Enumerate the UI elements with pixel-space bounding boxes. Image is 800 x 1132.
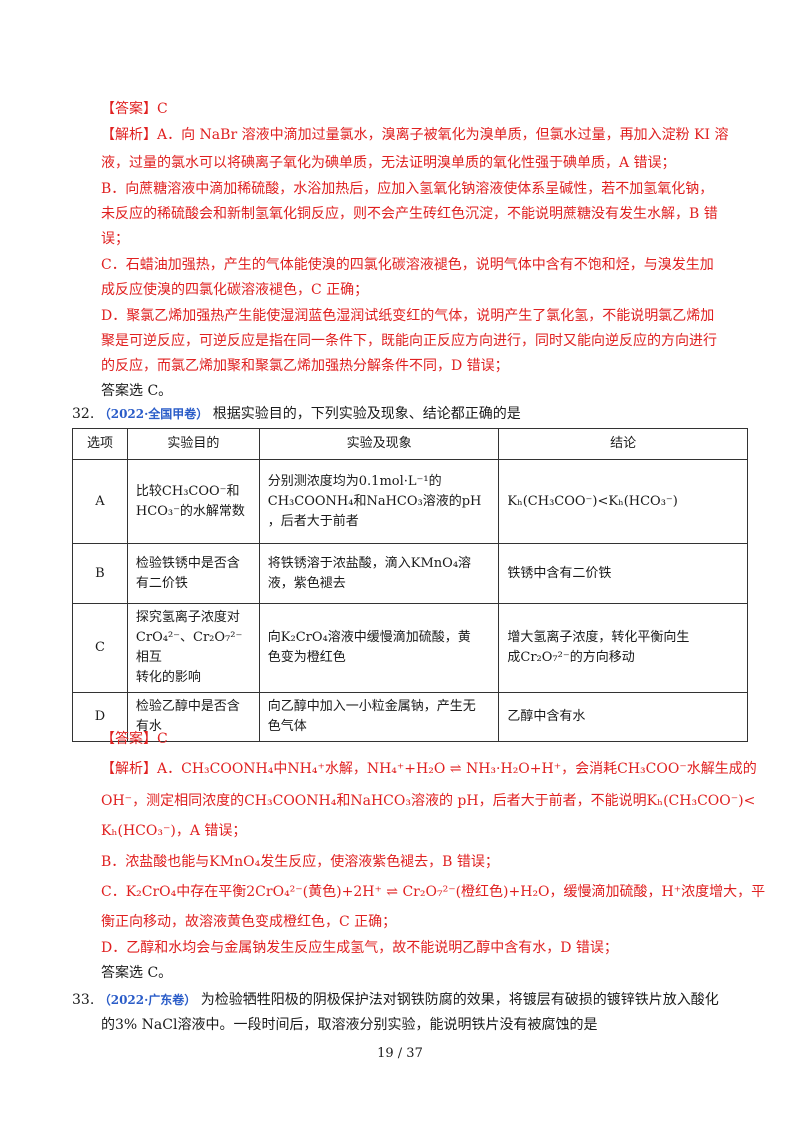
goal-line: 检验乙醇中是否含 <box>135 699 240 714</box>
experiment-line: ，后者大于前者 <box>267 513 359 529</box>
q33-stem: 33. （2022·广东卷） 为检验牺牲阳极的阴极保护法对钢铁防腐的效果，将镀层… <box>72 989 719 1011</box>
experiment-line: 将铁锈溶于浓盐酸，滴入KMnO₄溶 <box>267 555 472 571</box>
q32-analysis-line: OH⁻，测定相同浓度的CH₃COONH₄和NaHCO₃溶液的 pH，后者大于前者… <box>101 793 756 809</box>
q33-stem-continued: 的3% NaCl溶液中。一段时间后，取溶液分别实验，能说明铁片没有被腐蚀的是 <box>101 1017 598 1033</box>
q32-stem: 32. （2022·全国甲卷） 根据实验目的，下列实验及现象、结论都正确的是 <box>72 403 521 425</box>
goal-line: 比较CH₃COO⁻和 <box>135 483 240 499</box>
experiment-cell: 向乙醇中加入一小粒金属钠，产生无 色气体 <box>258 692 500 742</box>
experiment-line: 色气体 <box>267 719 307 734</box>
option-label: C <box>72 603 128 693</box>
q32-analysis-line: C．K₂CrO₄中存在平衡2CrO₄²⁻(黄色)+2H⁺ ⇌ Cr₂O₇²⁻(橙… <box>101 884 766 900</box>
goal-cell: 探究氢离子浓度对 CrO₄²⁻、Cr₂O₇²⁻相互 转化的影响 <box>126 603 260 693</box>
option-label: D <box>72 692 128 742</box>
q32-analysis-line: D．乙醇和水均会与金属钠发生反应生成氢气，故不能说明乙醇中含有水，D 错误； <box>101 940 618 956</box>
experiment-cell: 向K₂CrO₄溶液中缓慢滴加硫酸，黄 色变为橙红色 <box>258 603 500 693</box>
table-header-row: 选项 实验目的 实验及现象 结论 <box>72 428 748 460</box>
q31-analysis-line: 聚是可逆反应，可逆反应是指在同一条件下，既能向正反应方向进行，同时又能向逆反应的… <box>101 333 717 349</box>
conclusion-cell: 乙醇中含有水 <box>498 692 748 742</box>
question-text: 为检验牺牲阳极的阴极保护法对钢铁防腐的效果，将镀层有破损的镀锌铁片放入酸化 <box>200 992 719 1008</box>
experiment-line: CH₃COONH₄和NaHCO₃溶液的pH <box>267 493 482 509</box>
page-number: 19 / 37 <box>377 1046 423 1061</box>
q31-analysis-line: 的反应，而氯乙烯加聚和聚氯乙烯加强热分解条件不同，D 错误； <box>101 358 509 374</box>
q31-analysis-line: 【解析】A．向 NaBr 溶液中滴加过量氯水，溴离子被氧化为溴单质，但氯水过量，… <box>101 127 729 143</box>
header-experiment: 实验及现象 <box>258 428 500 460</box>
q31-analysis-line: 未反应的稀硫酸会和新制氢氧化铜反应，则不会产生砖红色沉淀，不能说明蔗糖没有发生水… <box>101 206 718 222</box>
experiment-cell: 分别测浓度均为0.1mol·L⁻¹的 CH₃COONH₄和NaHCO₃溶液的pH… <box>258 459 500 544</box>
experiment-line: 色变为橙红色 <box>267 650 346 665</box>
option-label: A <box>72 459 128 544</box>
q32-analysis-line: Kₕ(HCO₃⁻)，A 错误； <box>101 823 247 839</box>
q32-choose: 答案选 C。 <box>101 965 173 981</box>
header-goal: 实验目的 <box>126 428 260 460</box>
goal-cell: 比较CH₃COO⁻和 HCO₃⁻的水解常数 <box>126 459 260 544</box>
q31-analysis-line: 液，过量的氯水可以将碘离子氧化为碘单质，无法证明溴单质的氧化性强于碘单质，A 错… <box>101 155 676 171</box>
conclusion-cell: 增大氢离子浓度，转化平衡向生 成Cr₂O₇²⁻的方向移动 <box>498 603 748 693</box>
question-number: 33. <box>72 992 95 1008</box>
q31-analysis-line: B．向蔗糖溶液中滴加稀硫酸，水浴加热后，应加入氢氧化钠溶液使体系呈碱性，若不加氢… <box>101 181 714 197</box>
header-option: 选项 <box>72 428 128 460</box>
goal-line: 探究氢离子浓度对 <box>135 610 240 625</box>
experiment-cell: 将铁锈溶于浓盐酸，滴入KMnO₄溶 液，紫色褪去 <box>258 543 500 604</box>
conclusion-cell: Kₕ(CH₃COO⁻)<Kₕ(HCO₃⁻) <box>498 459 748 544</box>
conclusion-line: 增大氢离子浓度，转化平衡向生 <box>507 630 690 645</box>
table-row: C 探究氢离子浓度对 CrO₄²⁻、Cr₂O₇²⁻相互 转化的影响 向K₂CrO… <box>72 603 748 693</box>
q31-analysis-line: C．石蜡油加强热，产生的气体能使溴的四氯化碳溶液褪色，说明气体中含有不饱和烃，与… <box>101 257 714 273</box>
q31-analysis-line: 成反应使溴的四氯化碳溶液褪色，C 正确； <box>101 282 369 298</box>
goal-cell: 检验铁锈中是否含 有二价铁 <box>126 543 260 604</box>
q31-analysis-line: D．聚氯乙烯加强热产生能使湿润蓝色湿润试纸变红的气体，说明产生了氯化氢，不能说明… <box>101 308 715 324</box>
goal-line: HCO₃⁻的水解常数 <box>135 503 245 519</box>
table-row: A 比较CH₃COO⁻和 HCO₃⁻的水解常数 分别测浓度均为0.1mol·L⁻… <box>72 459 748 544</box>
experiment-line: 向K₂CrO₄溶液中缓慢滴加硫酸，黄 <box>267 630 471 645</box>
q31-choose: 答案选 C。 <box>101 383 173 399</box>
goal-line: 有二价铁 <box>135 575 188 591</box>
goal-line: CrO₄²⁻、Cr₂O₇²⁻相互 <box>135 630 243 665</box>
goal-line: 有水 <box>135 719 162 734</box>
goal-cell: 检验乙醇中是否含 有水 <box>126 692 260 742</box>
goal-line: 检验铁锈中是否含 <box>135 555 240 571</box>
question-source: （2022·全国甲卷） <box>98 407 209 421</box>
table-row: B 检验铁锈中是否含 有二价铁 将铁锈溶于浓盐酸，滴入KMnO₄溶 液，紫色褪去… <box>72 543 748 604</box>
q32-analysis-line: 衡正向移动，故溶液黄色变成橙红色，C 正确； <box>101 914 397 930</box>
table-row: D 检验乙醇中是否含 有水 向乙醇中加入一小粒金属钠，产生无 色气体 乙醇中含有… <box>72 692 748 742</box>
experiment-line: 向乙醇中加入一小粒金属钠，产生无 <box>267 699 476 714</box>
header-conclusion: 结论 <box>498 428 748 460</box>
q31-answer: 【答案】C <box>101 101 168 117</box>
q32-analysis-line: B．浓盐酸也能与KMnO₄发生反应，使溶液紫色褪去，B 错误； <box>101 854 499 870</box>
experiment-line: 液，紫色褪去 <box>267 575 346 591</box>
conclusion-line: 成Cr₂O₇²⁻的方向移动 <box>507 650 635 665</box>
q32-answer: 【答案】C <box>101 731 168 747</box>
question-text: 根据实验目的，下列实验及现象、结论都正确的是 <box>212 406 521 422</box>
goal-line: 转化的影响 <box>135 670 201 685</box>
question-number: 32. <box>72 406 95 422</box>
conclusion-cell: 铁锈中含有二价铁 <box>498 543 748 604</box>
q31-analysis-line: 误； <box>101 231 129 247</box>
option-label: B <box>72 543 128 604</box>
experiment-line: 分别测浓度均为0.1mol·L⁻¹的 <box>267 473 442 489</box>
q32-analysis-line: 【解析】A．CH₃COONH₄中NH₄⁺水解，NH₄⁺+H₂O ⇌ NH₃·H₂… <box>101 761 757 777</box>
options-table: 选项 实验目的 实验及现象 结论 A 比较CH₃COO⁻和 HCO₃⁻的水解常数… <box>72 428 748 742</box>
question-source: （2022·广东卷） <box>98 993 197 1007</box>
